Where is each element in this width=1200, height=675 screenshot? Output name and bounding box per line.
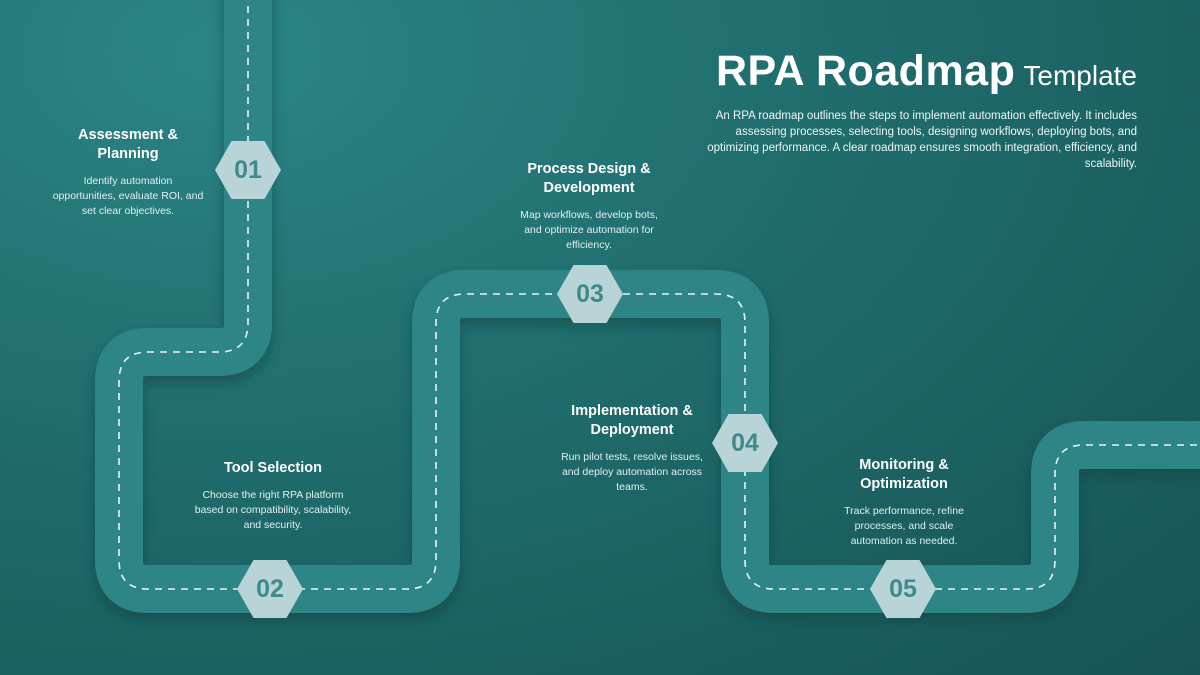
title-main: RPA Roadmap <box>716 47 1016 95</box>
step-03-heading: Process Design & Development <box>527 161 651 196</box>
step-04-text: Implementation & Deployment Run pilot te… <box>556 402 708 495</box>
step-01-hexagon: 01 <box>215 141 281 199</box>
step-02-description: Choose the right RPA platform based on c… <box>194 489 352 531</box>
step-04-heading: Implementation & Deployment <box>571 403 693 438</box>
road-dashed-centerline <box>118 0 1200 590</box>
step-02-heading: Tool Selection <box>223 460 323 476</box>
step-05-text: Monitoring & Optimization Track performa… <box>828 456 980 549</box>
step-05-heading: Monitoring & Optimization <box>859 457 949 492</box>
step-05-hexagon: 05 <box>870 560 936 618</box>
step-02-hexagon: 02 <box>237 560 303 618</box>
step-01-text: Assessment & Planning Identify automatio… <box>52 126 204 219</box>
title-sub: Template <box>1023 60 1137 91</box>
step-02-text: Tool Selection Choose the right RPA plat… <box>192 459 354 533</box>
step-01-description: Identify automation opportunities, evalu… <box>52 175 204 217</box>
intro-paragraph: An RPA roadmap outlines the steps to imp… <box>707 110 1137 170</box>
step-03-text: Process Design & Development Map workflo… <box>510 160 668 253</box>
step-05-description: Track performance, refine processes, and… <box>844 505 964 547</box>
step-03-description: Map workflows, develop bots, and optimiz… <box>520 209 658 251</box>
step-01-heading: Assessment & Planning <box>78 127 178 162</box>
step-04-description: Run pilot tests, resolve issues, and dep… <box>561 451 703 493</box>
